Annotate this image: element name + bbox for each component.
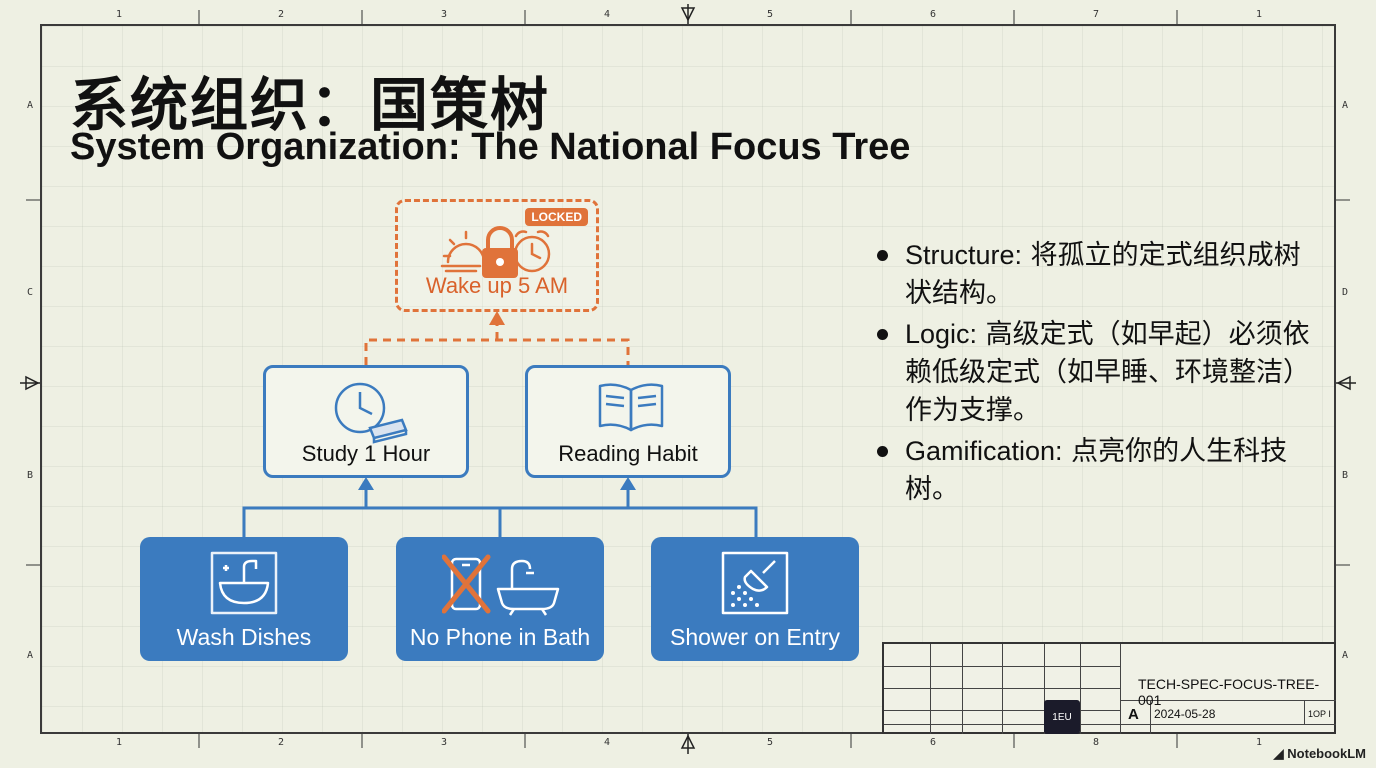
prerequisite-links [242,486,758,537]
ruler-num: 1 [1256,9,1263,20]
ruler-num: 2 [278,737,285,748]
open-book-icon [598,383,664,432]
company-logo: 1EU [1044,700,1080,734]
ruler-letter: A [27,650,34,661]
focus-node-wash-dishes[interactable]: Wash Dishes [140,537,348,661]
ruler-num: 2 [278,9,285,20]
focus-node-label: Shower on Entry [669,624,841,650]
focus-node-shower[interactable]: Shower on Entry [651,537,859,661]
focus-node-wake-up[interactable]: LOCKED Wake up 5 AM [395,199,599,312]
locked-badge: LOCKED [525,208,588,226]
ruler-num: 3 [441,737,448,748]
ruler-letter: B [1342,470,1349,481]
ruler-num: 8 [1093,737,1100,748]
ruler-letter: D [1342,287,1349,298]
brand-icon: ◢ [1273,746,1288,761]
ruler-letter: A [27,100,34,111]
document-date: 2024-05-28 [1154,707,1216,721]
ruler-num: 5 [767,737,774,748]
arrow-up-icon [620,477,636,490]
ruler-num: 6 [930,9,937,20]
shower-icon [721,551,789,615]
ruler-num: 5 [767,9,774,20]
locked-link [364,322,630,365]
page-title-en: System Organization: The National Focus … [70,126,911,168]
sink-icon [210,551,278,615]
focus-node-label: Study 1 Hour [301,441,431,466]
focus-node-reading[interactable]: Reading Habit [525,365,731,478]
clock-book-icon [334,382,408,444]
page-title-cn: 系统组织：国策树 [70,71,551,139]
ruler-num: 6 [930,737,937,748]
ruler-num: 4 [604,9,611,20]
ruler-num: 1 [116,9,123,20]
focus-node-study[interactable]: Study 1 Hour [263,365,469,478]
ruler-letter: B [27,470,34,481]
ruler-letter: A [1342,100,1349,111]
bullet-gamification: Gamification: 点亮你的人生科技树。 [875,432,1315,509]
focus-node-label: No Phone in Bath [409,624,591,650]
sheet-number: 1OP I [1308,709,1331,719]
ruler-num: 1 [1256,737,1263,748]
locked-alarm-icon [440,226,551,278]
ruler-num: 7 [1093,9,1100,20]
focus-node-no-phone[interactable]: No Phone in Bath [396,537,604,661]
arrow-up-icon [358,477,374,490]
ruler-num: 1 [116,737,123,748]
document-id: TECH-SPEC-FOCUS-TREE-001 [1138,676,1320,708]
bullet-logic: Logic: 高级定式（如早起）必须依赖低级定式（如早睡、环境整洁）作为支撑。 [875,315,1315,430]
drawing-title-block: TECH-SPEC-FOCUS-TREE-001 A 2024-05-28 1O… [882,642,1336,734]
focus-node-label: Wash Dishes [176,624,312,650]
explanation-list: Structure: 将孤立的定式组织成树状结构。 Logic: 高级定式（如早… [875,236,1315,511]
ruler-num: 4 [604,737,611,748]
no-phone-bath-icon [442,554,560,616]
brand-watermark: ◢ NotebookLM [1273,746,1366,761]
ruler-letter: C [27,287,34,298]
revision-mark: A [1128,706,1139,723]
bullet-structure: Structure: 将孤立的定式组织成树状结构。 [875,236,1315,313]
ruler-num: 3 [441,9,448,20]
arrow-up-icon [489,311,505,325]
focus-node-label: Reading Habit [558,441,698,466]
ruler-letter: A [1342,650,1349,661]
